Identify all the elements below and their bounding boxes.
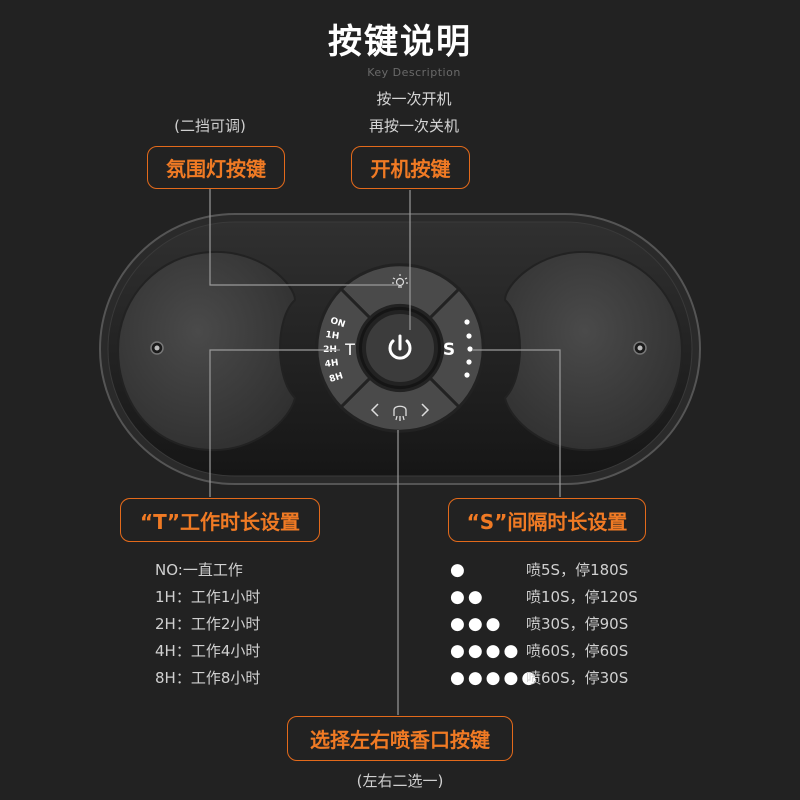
leader-ambient [209, 189, 398, 286]
page-title: 按键说明 [328, 22, 472, 62]
s-dots: ●●● [450, 614, 504, 634]
t-option-on: ON [329, 316, 347, 330]
s-dots-column: ● ●● ●●● ●●●● ●●●●● [450, 557, 540, 692]
leader-t [209, 349, 340, 497]
s-key-label: “S”间隔时长设置 [448, 498, 646, 542]
lightbulb-icon [392, 274, 408, 288]
list-item: 2H：工作2小时 [155, 615, 261, 633]
t-option-1h: 1H [325, 330, 340, 342]
light-button [338, 263, 462, 321]
nozzle-key-label: 选择左右喷香口按键 [287, 716, 513, 761]
indicator-dot-icon [464, 319, 473, 378]
s-dots: ● [450, 560, 468, 580]
leader-lines [209, 189, 561, 715]
list-item: 喷30S，停90S [526, 615, 629, 633]
leader-s [472, 349, 561, 497]
s-interval-list: 喷5S，停180S 喷10S，停120S 喷30S，停90S 喷60S，停60S… [526, 557, 686, 692]
left-arrow-icon [370, 403, 379, 417]
left-pad [116, 250, 297, 452]
t-key-label: “T”工作时长设置 [120, 498, 320, 542]
t-letter: T [344, 340, 355, 359]
list-item: 4H：工作4小时 [155, 642, 261, 660]
right-pad [503, 250, 684, 452]
right-arrow-icon [421, 403, 430, 417]
t-option-8h: 8H [328, 371, 344, 385]
power-instruction-line2: 再按一次关机 [368, 117, 459, 135]
nozzle-icon [393, 405, 407, 421]
list-item: 8H：工作8小时 [155, 669, 261, 687]
list-item: 喷60S，停30S [526, 669, 629, 687]
nozzle-button [338, 375, 462, 433]
power-icon [388, 334, 412, 360]
t-button [315, 286, 373, 410]
power-instruction-line1: 按一次开机 [376, 90, 452, 108]
ambient-light-key-label: 氛围灯按键 [147, 146, 285, 189]
s-letter: S [443, 340, 455, 360]
page-subtitle: Key Description [367, 66, 461, 79]
s-dots: ●●●●● [450, 668, 540, 688]
s-dots: ●● [450, 587, 486, 607]
nozzle-note: (左右二选一) [356, 772, 444, 790]
t-duration-list: NO:一直工作 1H：工作1小时 2H：工作2小时 4H：工作4小时 8H：工作… [155, 557, 355, 692]
list-item: 喷5S，停180S [526, 561, 629, 579]
t-option-4h: 4H [324, 358, 339, 370]
s-dots: ●●●● [450, 641, 522, 661]
list-item: 喷60S，停60S [526, 642, 629, 660]
ambient-note: (二挡可调) [174, 117, 246, 135]
power-key-label: 开机按键 [351, 146, 470, 189]
list-item: 1H：工作1小时 [155, 588, 261, 606]
s-button [427, 286, 485, 410]
list-item: 喷10S，停120S [526, 588, 638, 606]
list-item: NO:一直工作 [155, 561, 243, 579]
